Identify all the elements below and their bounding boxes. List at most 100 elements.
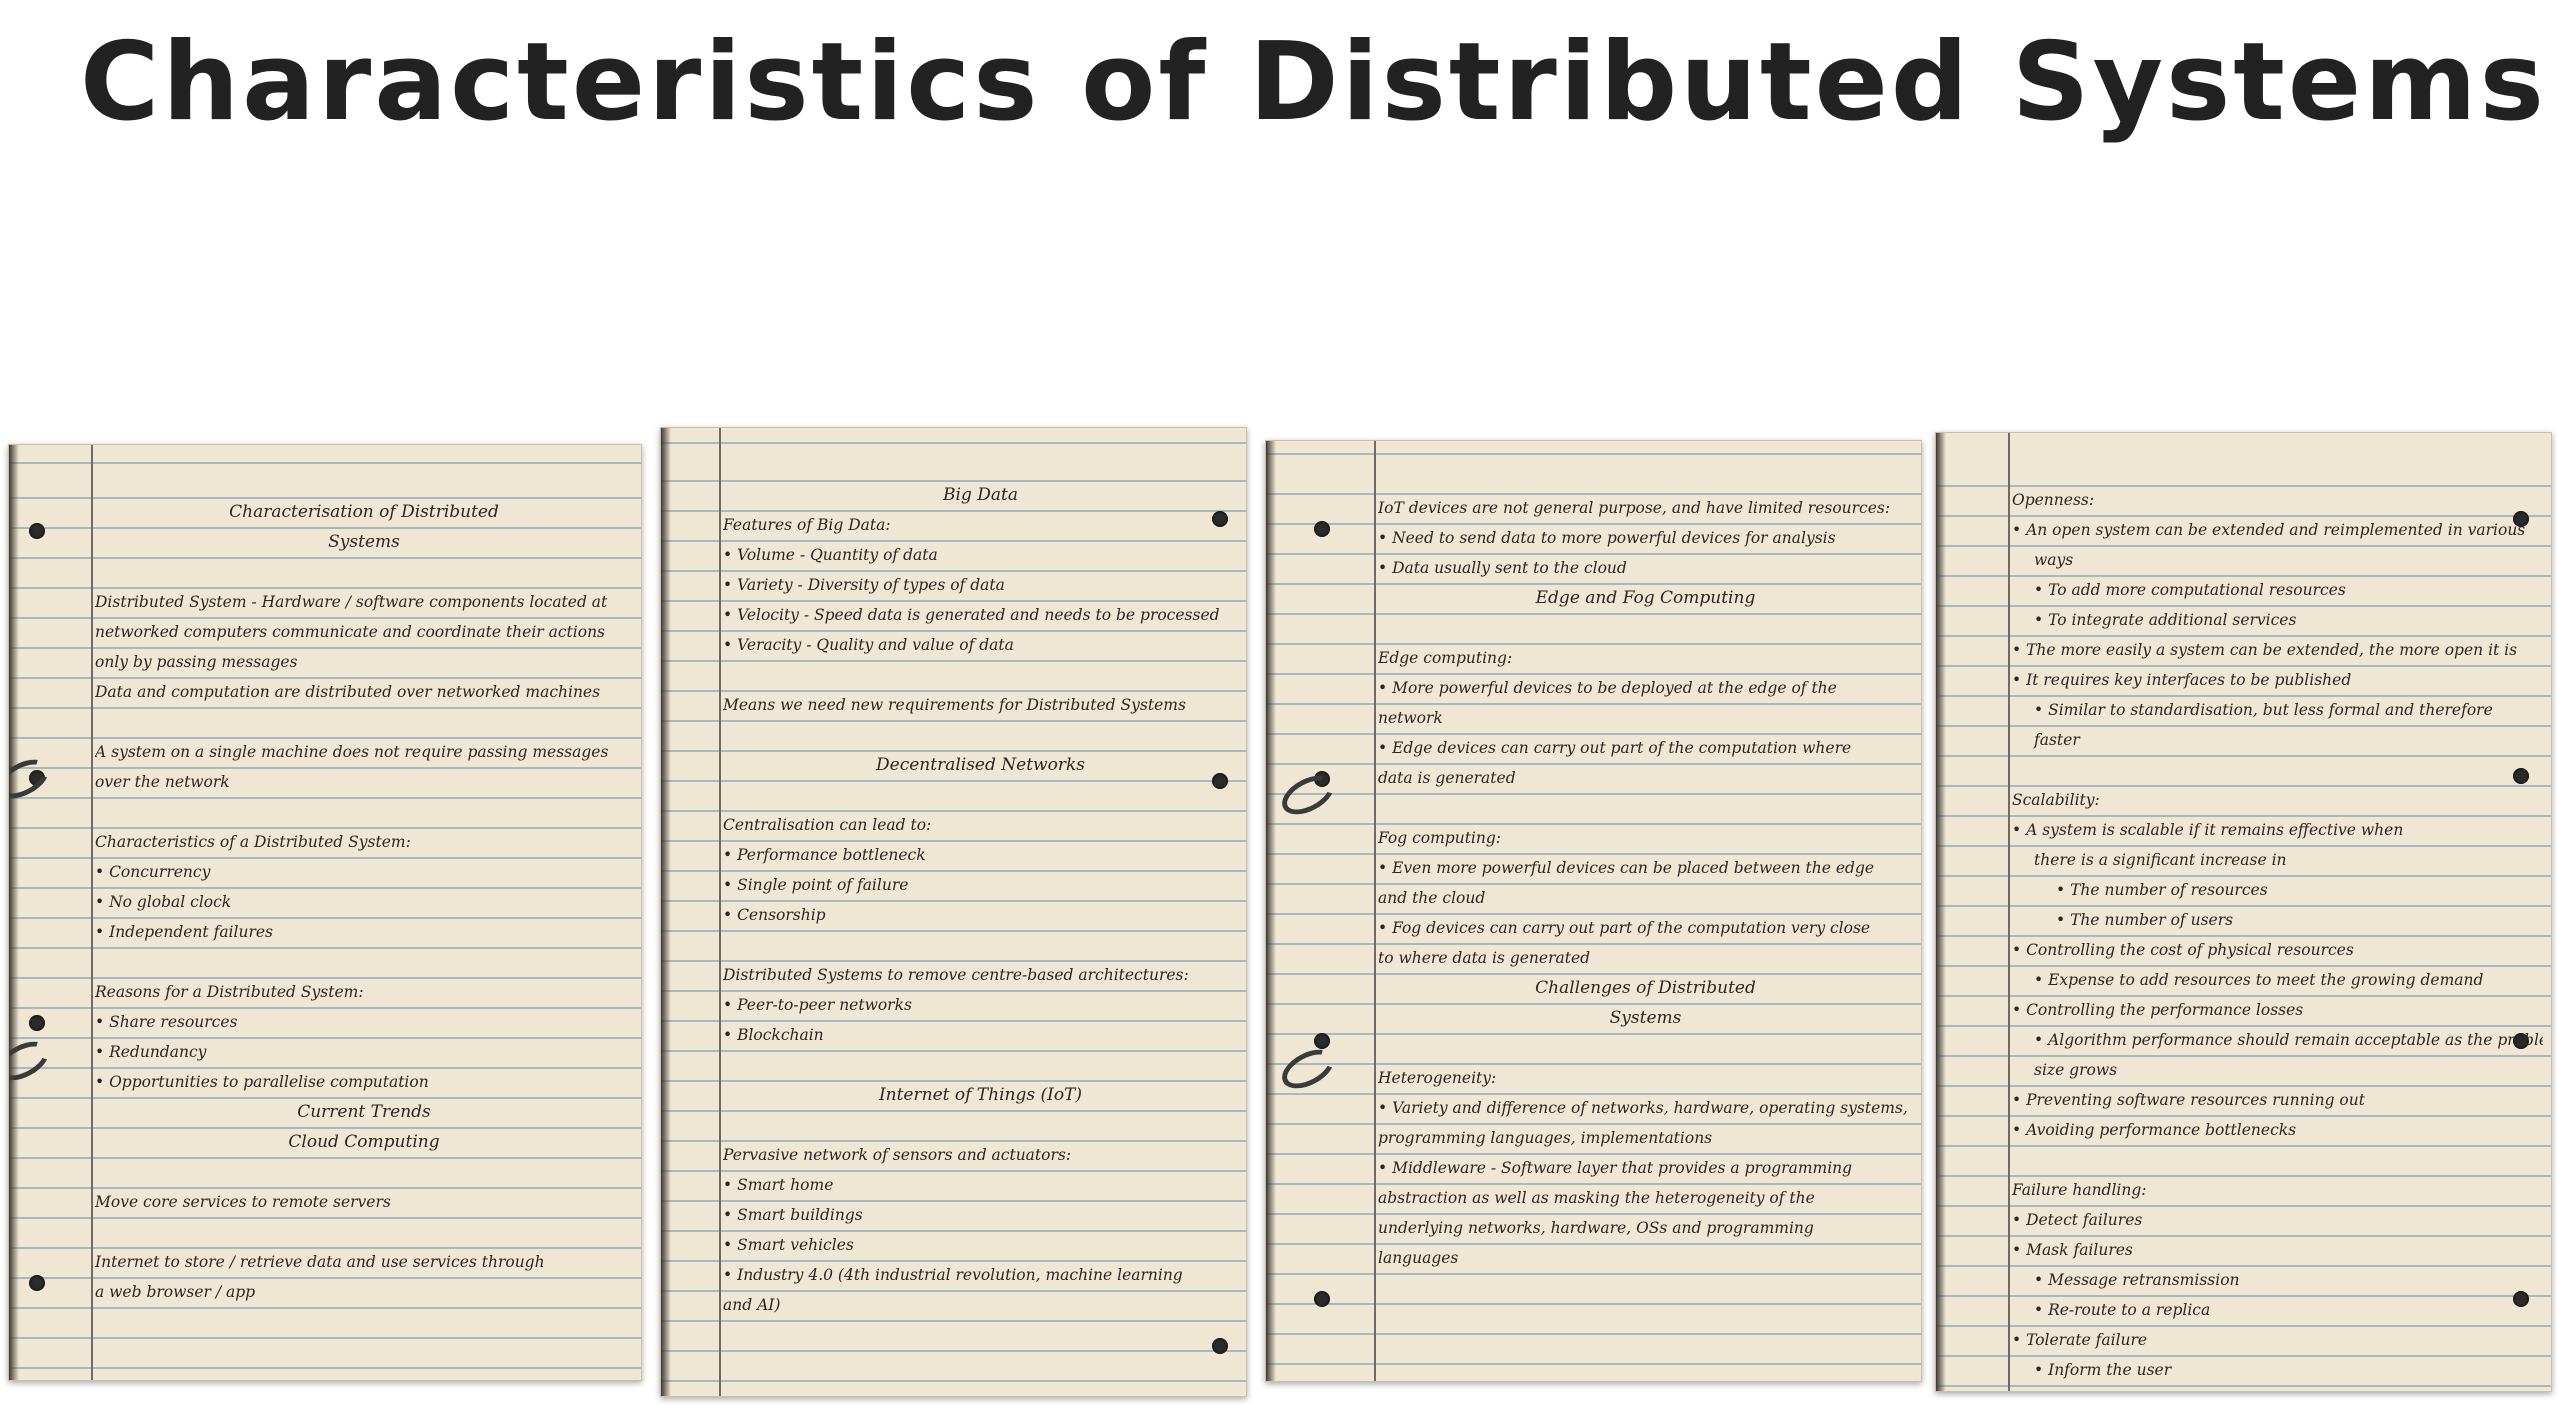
blank-line xyxy=(2012,1145,2543,1175)
note-line: and AI) xyxy=(723,1296,781,1314)
margin-line xyxy=(719,428,721,1396)
note-line: Reasons for a Distributed System: xyxy=(95,983,364,1001)
note-line: • Expense to add resources to meet the g… xyxy=(2034,971,2484,989)
note-line: • Data usually sent to the cloud xyxy=(1378,559,1627,577)
note-line: • Peer-to-peer networks xyxy=(723,996,912,1014)
page-edge xyxy=(1266,441,1276,1381)
margin-line xyxy=(2008,433,2010,1391)
note-line: • Single point of failure xyxy=(723,876,909,894)
blank-line xyxy=(1378,1033,1913,1063)
note-line: • Redundancy xyxy=(95,1043,207,1061)
note-line: • The number of resources xyxy=(2056,881,2268,899)
note-heading: Systems xyxy=(1609,1008,1682,1028)
blank-line xyxy=(723,930,1238,960)
note-line: • Velocity - Speed data is generated and… xyxy=(723,606,1220,624)
punch-hole xyxy=(1314,1291,1330,1307)
note-line: languages xyxy=(1378,1249,1459,1267)
note-line: • Censorship xyxy=(723,906,826,924)
note-line: • Avoiding performance bottlenecks xyxy=(2012,1121,2297,1139)
note-line: • Controlling the performance losses xyxy=(2012,1001,2304,1019)
note-line: • Variety - Diversity of types of data xyxy=(723,576,1005,594)
blank-line xyxy=(723,720,1238,750)
note-line: • Edge devices can carry out part of the… xyxy=(1378,739,1852,757)
note-line: networked computers communicate and coor… xyxy=(95,623,606,641)
punch-hole xyxy=(2513,1291,2529,1307)
note-line: • An open system can be extended and rei… xyxy=(2012,521,2526,539)
note-line: faster xyxy=(2034,731,2080,749)
note-line: • Middleware - Software layer that provi… xyxy=(1378,1159,1853,1177)
note-line: Data and computation are distributed ove… xyxy=(95,683,601,701)
note-line: • No global clock xyxy=(95,893,232,911)
note-line: • Smart vehicles xyxy=(723,1236,854,1254)
note-line: data is generated xyxy=(1378,769,1516,787)
note-line: • Even more powerful devices can be plac… xyxy=(1378,859,1875,877)
note-line: • Tolerate failure xyxy=(2012,1331,2148,1349)
note-line: to where data is generated xyxy=(1378,949,1591,967)
blank-line xyxy=(723,1050,1238,1080)
blank-line xyxy=(95,557,633,587)
note-line: • The more easily a system can be extend… xyxy=(2012,641,2518,659)
note-line: A system on a single machine does not re… xyxy=(95,743,609,761)
note-line: a web browser / app xyxy=(95,1283,256,1301)
note-line: network xyxy=(1378,709,1443,727)
punch-hole xyxy=(1212,773,1228,789)
punch-hole xyxy=(2513,511,2529,527)
note-line: Distributed System - Hardware / software… xyxy=(95,593,608,611)
blank-line xyxy=(1378,613,1913,643)
blank-line xyxy=(723,660,1238,690)
note-line: • Industry 4.0 (4th industrial revolutio… xyxy=(723,1266,1183,1284)
note-heading: Characterisation of Distributed xyxy=(229,502,499,522)
page-notes: Openness: • An open system can be extende… xyxy=(2012,485,2543,1391)
blank-line xyxy=(723,780,1238,810)
note-line: Internet to store / retrieve data and us… xyxy=(95,1253,545,1271)
note-line: Centralisation can lead to: xyxy=(723,816,932,834)
note-line: • Smart buildings xyxy=(723,1206,863,1224)
blank-line xyxy=(2012,755,2543,785)
punch-hole xyxy=(1314,771,1330,787)
blank-line xyxy=(1378,793,1913,823)
notebook-page-3: IoT devices are not general purpose, and… xyxy=(1265,440,1922,1382)
note-line: • Similar to standardisation, but less f… xyxy=(2034,701,2493,719)
page-notes: IoT devices are not general purpose, and… xyxy=(1378,493,1913,1273)
note-line: • More powerful devices to be deployed a… xyxy=(1378,679,1837,697)
note-line: underlying networks, hardware, OSs and p… xyxy=(1378,1219,1814,1237)
note-line: • It requires key interfaces to be publi… xyxy=(2012,671,2352,689)
margin-line xyxy=(91,445,93,1380)
note-heading: Cloud Computing xyxy=(288,1132,440,1152)
note-line: • Recovery from failure xyxy=(2012,1385,2543,1391)
blank-line xyxy=(95,797,633,827)
note-line: size grows xyxy=(2034,1061,2118,1079)
binder-ring xyxy=(1275,767,1341,823)
punch-hole xyxy=(2513,768,2529,784)
note-line: • Veracity - Quality and value of data xyxy=(723,636,1014,654)
blank-line xyxy=(723,1110,1238,1140)
note-heading: Current Trends xyxy=(297,1102,431,1122)
note-line: • Smart home xyxy=(723,1176,834,1194)
note-line: Openness: xyxy=(2012,491,2095,509)
note-line: programming languages, implementations xyxy=(1378,1129,1713,1147)
blank-line xyxy=(95,1217,633,1247)
note-line: Features of Big Data: xyxy=(723,516,891,534)
punch-hole xyxy=(29,523,45,539)
note-line: Fog computing: xyxy=(1378,829,1502,847)
note-line: • Need to send data to more powerful dev… xyxy=(1378,529,1836,547)
note-line: • Fog devices can carry out part of the … xyxy=(1378,919,1871,937)
note-line: • Volume - Quantity of data xyxy=(723,546,938,564)
note-line: Move core services to remote servers xyxy=(95,1193,391,1211)
note-line: Pervasive network of sensors and actuato… xyxy=(723,1146,1072,1164)
note-line: and the cloud xyxy=(1378,889,1486,907)
note-line: over the network xyxy=(95,773,230,791)
blank-line xyxy=(95,1157,633,1187)
note-line: abstraction as well as masking the heter… xyxy=(1378,1189,1815,1207)
note-line: • Algorithm performance should remain ac… xyxy=(2034,1031,2543,1049)
page-title: Characteristics of Distributed Systems xyxy=(80,20,2547,145)
note-line: • Independent failures xyxy=(95,923,273,941)
note-line: • Message retransmission xyxy=(2034,1271,2240,1289)
blank-line xyxy=(95,947,633,977)
note-line: • Performance bottleneck xyxy=(723,846,926,864)
note-line: • The number of users xyxy=(2056,911,2234,929)
